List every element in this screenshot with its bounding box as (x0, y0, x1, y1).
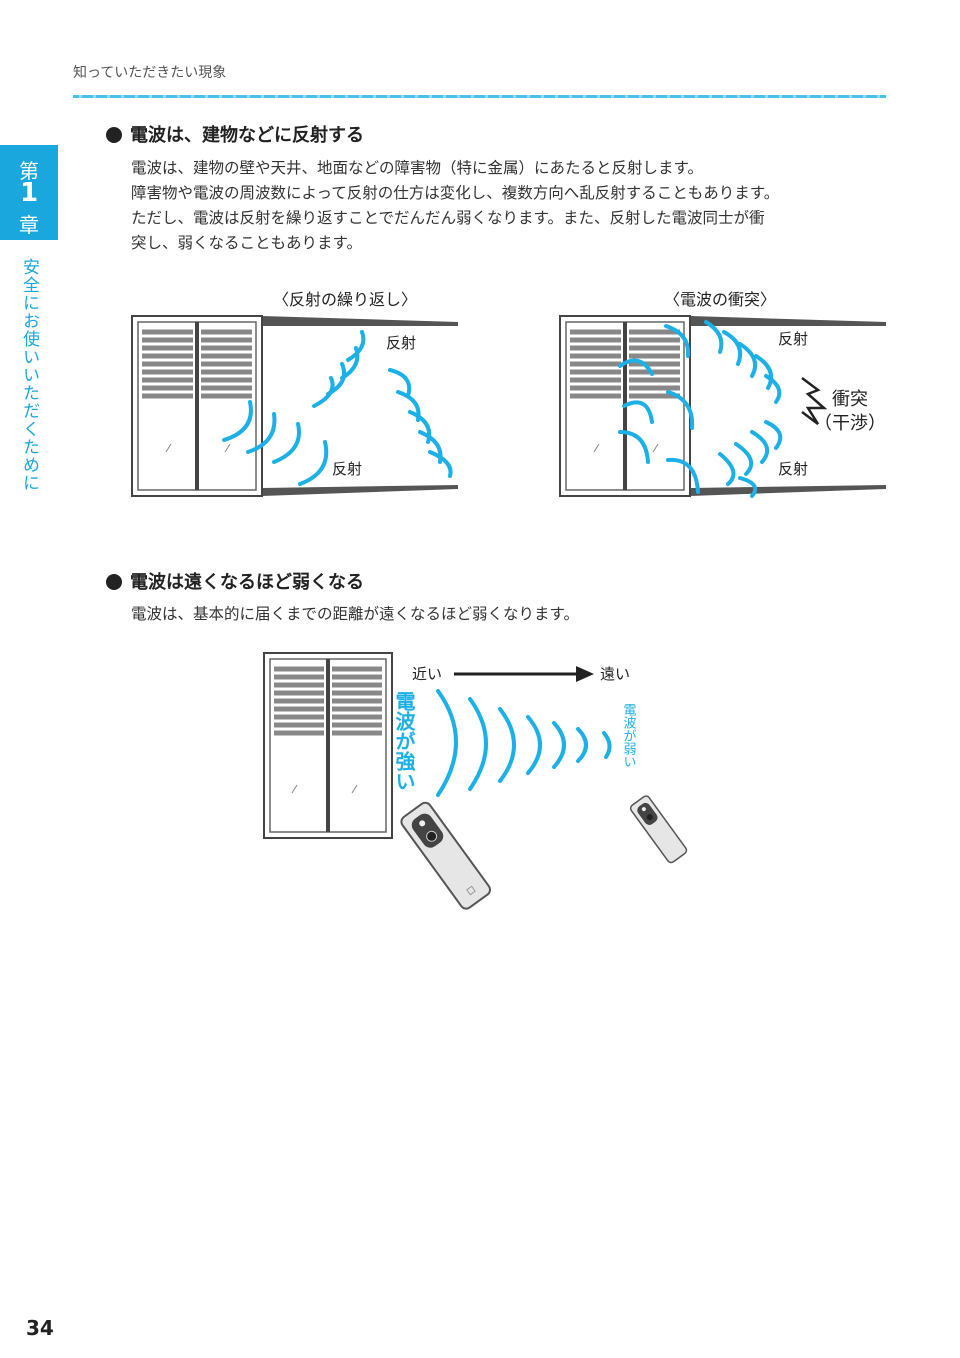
ceiling-shape (262, 316, 458, 326)
reflection-label-top: 反射 (778, 330, 808, 348)
chapter-tab[interactable]: 第 1 章 (0, 145, 58, 240)
wave-arcs (436, 689, 612, 797)
figure-distance-strength: 近い 遠い 電波が強い 電波が弱い (263, 652, 688, 910)
floor-shape (690, 485, 886, 496)
collision-spark-icon (801, 377, 828, 425)
section2-body: 電波は、基本的に届くまでの距離が遠くなるほど弱くなります。 (131, 602, 579, 627)
collision-label-line1: 衝突 (832, 389, 868, 410)
section2-heading-text: 電波は遠くなるほど弱くなる (130, 572, 364, 593)
bullet-icon (106, 574, 122, 590)
near-label: 近い (412, 665, 442, 683)
remote-control-icon (629, 795, 688, 864)
section1-line: ただし、電波は反射を繰り返すことでだんだん弱くなります。また、反射した電波同士が… (131, 209, 765, 227)
strong-signal-label: 電波が強い (392, 691, 416, 791)
collision-label-line2: （干渉） (814, 413, 886, 434)
figure-reflection-repeat: 〈反射の繰り返し〉 反射 反射 (131, 290, 458, 497)
reflection-label-bottom: 反射 (778, 460, 808, 478)
wave-arcs (222, 330, 453, 486)
page-number: 34 (26, 1316, 54, 1340)
figure2-caption: 〈電波の衝突〉 (664, 290, 776, 309)
reflection-label-top: 反射 (386, 334, 416, 352)
running-header: 知っていただきたい現象 (73, 65, 227, 81)
far-label: 遠い (600, 665, 630, 683)
section1-body: 電波は、建物の壁や天井、地面などの障害物（特に金属）にあたると反射します。 障害… (131, 156, 779, 256)
section1-heading-text: 電波は、建物などに反射する (130, 125, 364, 146)
ceiling-shape (690, 316, 886, 326)
section2-line: 電波は、基本的に届くまでの距離が遠くなるほど弱くなります。 (131, 605, 579, 623)
window-icon (131, 315, 263, 497)
chapter-tab-line1: 第 (19, 159, 39, 183)
chapter-tab-line3: 章 (19, 213, 39, 237)
figure-wave-collision: 〈電波の衝突〉 衝突 （干渉） 反射 反射 (559, 290, 886, 498)
section1-line: 突し、弱くなることもあります。 (131, 234, 362, 252)
chapter-side-label: 安全にお使いいただくために (19, 258, 39, 492)
window-icon (263, 652, 393, 839)
bullet-icon (106, 127, 122, 143)
section1-line: 障害物や電波の周波数によって反射の仕方は変化し、複数方向へ乱反射することもありま… (131, 184, 780, 202)
reflection-label-bottom: 反射 (332, 460, 362, 478)
section1-line: 電波は、建物の壁や天井、地面などの障害物（特に金属）にあたると反射します。 (131, 159, 703, 177)
figure1-caption: 〈反射の繰り返し〉 (273, 290, 417, 309)
chapter-number: 1 (19, 178, 39, 208)
header-rule (73, 95, 886, 98)
weak-signal-label: 電波が弱い (621, 703, 637, 768)
floor-shape (262, 485, 458, 496)
remote-control-icon (400, 801, 492, 910)
arrow-right-icon (576, 666, 594, 682)
wave-arcs (618, 320, 783, 498)
section1-heading: 電波は、建物などに反射する (106, 121, 364, 147)
section2-heading: 電波は遠くなるほど弱くなる (106, 568, 364, 594)
